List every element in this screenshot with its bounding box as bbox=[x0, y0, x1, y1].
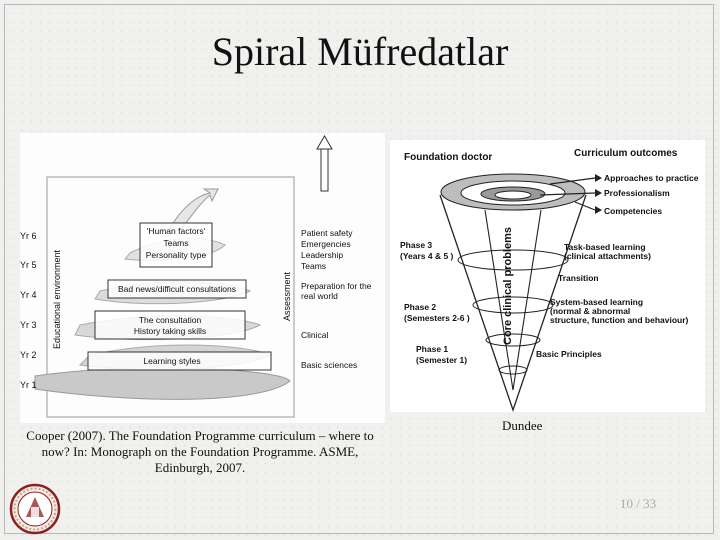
learning-label: (normal & abnormal bbox=[550, 306, 630, 316]
spiral-band-1 bbox=[34, 367, 291, 400]
year-label: Yr 5 bbox=[20, 260, 37, 270]
year-label: Yr 2 bbox=[20, 350, 37, 360]
box-text: Bad news/difficult consultations bbox=[118, 284, 236, 294]
outcome-label: Competencies bbox=[604, 206, 662, 216]
left-figure-caption: Cooper (2007). The Foundation Programme … bbox=[26, 428, 374, 475]
phase-detail: (Semester 1) bbox=[416, 355, 467, 365]
consultation-box bbox=[94, 310, 246, 340]
cone-diagram: Foundation doctor Curriculum outcomes Co… bbox=[400, 148, 699, 413]
educational-environment-label: Educational environment bbox=[52, 249, 62, 349]
human-factors-box bbox=[139, 222, 213, 268]
year-label: Yr 1 bbox=[20, 380, 37, 390]
box-text: The consultation bbox=[139, 315, 202, 325]
outcome-label: Teams bbox=[301, 261, 326, 271]
year-axis: Yr 6 Yr 5 Yr 4 Yr 3 Yr 2 Yr 1 bbox=[20, 231, 37, 390]
year-label: Yr 4 bbox=[20, 290, 37, 300]
dundee-cone-figure: Foundation doctor Curriculum outcomes Co… bbox=[390, 140, 705, 413]
outcome-label: Patient safety bbox=[301, 228, 353, 238]
page-number: 10 / 33 bbox=[620, 496, 657, 511]
learning-label: (clinical attachments) bbox=[564, 251, 651, 261]
spiral-curriculum-figure: Yr 6 Yr 5 Yr 4 Yr 3 Yr 2 Yr 1 Educationa… bbox=[20, 133, 385, 423]
phase-label: Phase 1 bbox=[416, 344, 448, 354]
spiral-ring bbox=[498, 365, 528, 375]
learning-label: Task-based learning bbox=[564, 242, 646, 252]
learning-label: Transition bbox=[558, 273, 599, 283]
up-arrow-shaft bbox=[320, 148, 329, 192]
outcome-label: Leadership bbox=[301, 250, 343, 260]
outcome-label: Clinical bbox=[301, 330, 329, 340]
phase-detail: (Semesters 2-6 ) bbox=[404, 313, 470, 323]
foundation-doctor-label: Foundation doctor bbox=[404, 152, 492, 163]
phase-detail: (Years 4 & 5 ) bbox=[400, 251, 454, 261]
cone-top-core bbox=[494, 190, 532, 200]
diagram-border bbox=[46, 176, 295, 418]
cone-inner-lines bbox=[484, 209, 542, 391]
spiral-ring bbox=[485, 333, 541, 347]
outcome-label: Preparation for the bbox=[301, 281, 372, 291]
slide-frame bbox=[4, 4, 714, 534]
assessment-label: Assessment bbox=[282, 271, 292, 321]
spiral-arrow-icon bbox=[169, 188, 219, 232]
box-text: 'Human factors' bbox=[147, 226, 206, 236]
arrow-icon bbox=[595, 206, 602, 214]
year-label: Yr 3 bbox=[20, 320, 37, 330]
learning-label: System-based learning bbox=[550, 297, 643, 307]
learning-label: structure, function and behaviour) bbox=[550, 315, 689, 325]
outcome-label: Approaches to practice bbox=[604, 173, 699, 183]
learning-label: Basic Principles bbox=[536, 349, 602, 359]
right-figure-caption: Dundee bbox=[502, 418, 543, 433]
arrow-icon bbox=[595, 189, 602, 197]
outcome-label: Basic sciences bbox=[301, 360, 357, 370]
phase-label: Phase 2 bbox=[404, 302, 436, 312]
outcome-label: real world bbox=[301, 291, 338, 301]
outcome-label: Emergencies bbox=[301, 239, 351, 249]
arrow-icon bbox=[595, 174, 602, 182]
curriculum-outcomes-label: Curriculum outcomes bbox=[574, 148, 678, 159]
slide-title: Spiral Müfredatlar bbox=[211, 29, 509, 74]
spiral-ring bbox=[472, 296, 554, 314]
outcome-arrows bbox=[539, 177, 596, 211]
box-text: Personality type bbox=[146, 250, 207, 260]
core-clinical-problems-label: Core clinical problems bbox=[502, 227, 514, 345]
up-arrow-icon bbox=[316, 134, 333, 150]
box-text: Learning styles bbox=[143, 356, 200, 366]
box-text: History taking skills bbox=[134, 326, 206, 336]
university-seal-logo bbox=[9, 483, 61, 535]
spiral-diagram: Yr 6 Yr 5 Yr 4 Yr 3 Yr 2 Yr 1 Educationa… bbox=[20, 134, 372, 418]
year-label: Yr 6 bbox=[20, 231, 37, 241]
box-text: Teams bbox=[163, 238, 188, 248]
spiral-ring bbox=[457, 249, 569, 271]
cone-outline bbox=[439, 194, 587, 413]
outcome-labels: Patient safety Emergencies Leadership Te… bbox=[301, 228, 372, 370]
outcome-label: Professionalism bbox=[604, 188, 670, 198]
bad-news-box bbox=[107, 279, 247, 299]
phase-label: Phase 3 bbox=[400, 240, 432, 250]
learning-styles-box bbox=[87, 351, 272, 371]
